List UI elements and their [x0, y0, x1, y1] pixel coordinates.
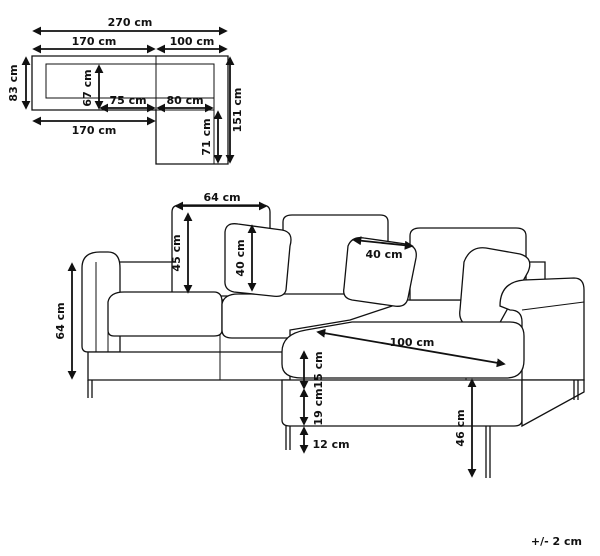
dim-seat-left-label: 75 cm — [109, 94, 146, 107]
dim-right-width-label: 100 cm — [170, 35, 215, 48]
dim-base-height-label: 19 cm — [312, 388, 325, 425]
dim-cushion-thickness-label: 15 cm — [312, 351, 325, 388]
dim-pillow-height-label: 40 cm — [234, 239, 247, 276]
dim-total-height-label: 64 cm — [54, 302, 67, 339]
dim-leg-height-label: 12 cm — [312, 438, 349, 451]
chaise-base-side — [521, 379, 585, 428]
dim-seat-depth-label: 67 cm — [81, 69, 94, 106]
seat-cushion-left — [107, 291, 223, 337]
dim-seat-height-label: 46 cm — [454, 409, 467, 446]
dim-pillow-width-label: 40 cm — [365, 248, 402, 261]
dim-depth-label: 83 cm — [7, 64, 20, 101]
tolerance-note: +/- 2 cm — [530, 535, 582, 548]
sofa-base-left — [87, 351, 291, 381]
dim-chaise-seat-label: 71 cm — [200, 118, 213, 155]
dim-chaise-width — [316, 328, 506, 368]
pillow-left — [224, 223, 292, 298]
dim-seat-right-label: 80 cm — [166, 94, 203, 107]
armrest-right-top-edge — [521, 301, 585, 311]
plan-seat-area — [45, 63, 215, 99]
dim-back-cushion-width-label: 64 cm — [203, 191, 240, 204]
dim-bottom-width-label: 170 cm — [72, 124, 117, 137]
plan-view — [31, 55, 229, 165]
dim-back-cushion-height-label: 45 cm — [170, 234, 183, 271]
dim-chaise-width-label: 100 cm — [390, 336, 435, 349]
dim-pillow-width — [352, 236, 414, 250]
dim-left-width-label: 170 cm — [72, 35, 117, 48]
armrest-right — [499, 277, 585, 381]
plan-outline — [31, 55, 229, 165]
dim-total-width-label: 270 cm — [108, 16, 153, 29]
dim-chaise-length-label: 151 cm — [231, 88, 244, 133]
